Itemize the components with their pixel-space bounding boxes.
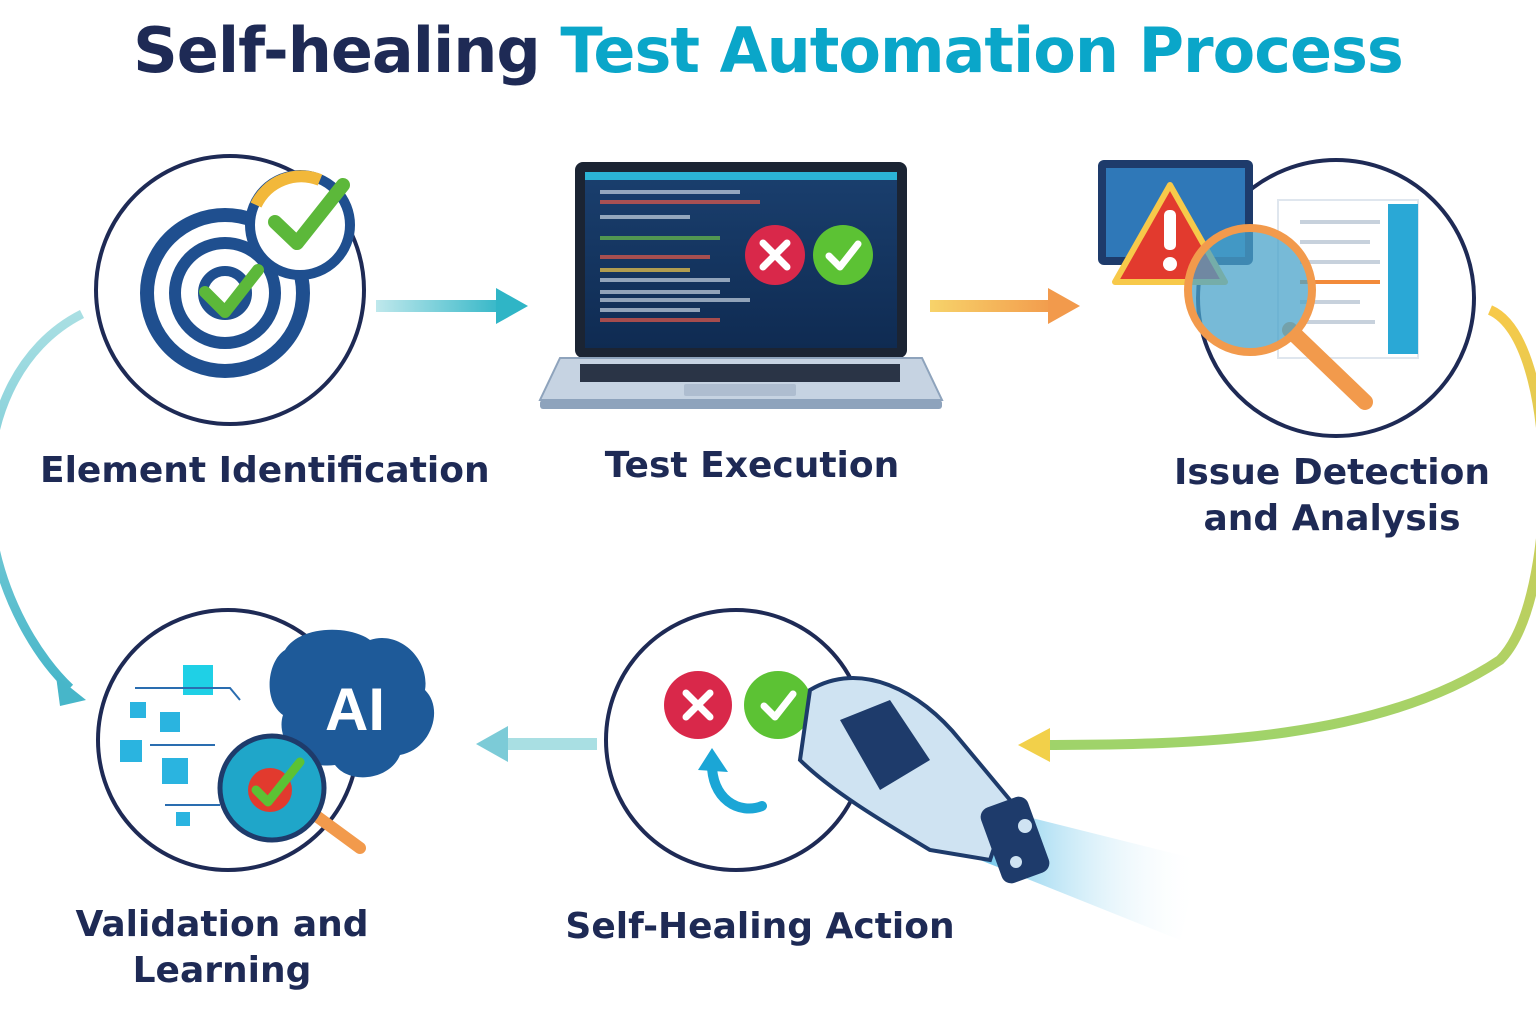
ai-brain-icon: AI [96, 608, 435, 872]
ai-text: AI [325, 676, 385, 743]
arrow-2-to-3 [930, 288, 1080, 324]
arrow-4-to-5 [476, 726, 597, 762]
laptop-icon [538, 162, 944, 409]
step-label-test-execution: Test Execution [604, 445, 900, 486]
arrow-5-to-1-curve [0, 309, 86, 706]
step-label-issue-detection-line1: Issue Detection [1173, 452, 1490, 493]
title-part1: Self-healing [133, 14, 541, 87]
step-label-issue-detection: Issue Detection and Analysis [1132, 450, 1532, 542]
robot-hand-icon [604, 608, 1200, 940]
step-label-validation-learning: Validation and Learning [22, 902, 422, 994]
arrow-3-to-4-curve [1018, 305, 1536, 762]
target-check-icon [94, 154, 366, 426]
step-label-issue-detection-line2: and Analysis [1203, 498, 1461, 539]
step-label-validation-line2: Learning [132, 950, 312, 991]
step-label-validation-line1: Validation and [75, 904, 369, 945]
warning-magnifier-icon [1098, 158, 1476, 438]
step-label-element-identification: Element Identification [40, 450, 490, 491]
step-label-self-healing-action: Self-Healing Action [565, 906, 955, 947]
title-part2: Test Automation Process [560, 14, 1403, 87]
arrow-1-to-2 [376, 288, 528, 324]
page-title: Self-healing Test Automation Process [0, 14, 1536, 87]
